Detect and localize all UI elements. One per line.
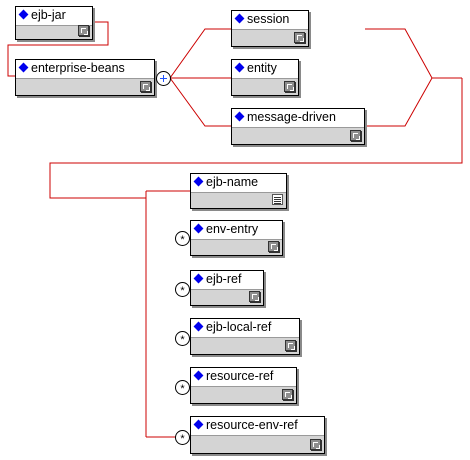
node-entity[interactable]: entity xyxy=(231,59,299,96)
node-ejb-ref[interactable]: ejb-ref xyxy=(190,270,264,306)
node-ejb-jar[interactable]: ejb-jar xyxy=(15,6,93,40)
node-footer xyxy=(191,289,263,305)
node-enterprise-beans[interactable]: enterprise-beans xyxy=(15,59,155,96)
node-header xyxy=(191,271,263,289)
node-label: message-driven xyxy=(247,110,336,124)
node-label: entity xyxy=(247,61,277,75)
node-footer xyxy=(232,29,308,46)
node-header xyxy=(191,174,286,192)
complex-type-icon xyxy=(285,340,296,351)
node-resource-env-ref[interactable]: resource-env-ref xyxy=(190,416,325,454)
complex-type-icon xyxy=(294,32,305,43)
node-footer xyxy=(16,78,154,95)
node-label: env-entry xyxy=(206,222,259,236)
node-ejb-local-ref[interactable]: ejb-local-ref xyxy=(190,318,300,355)
connector-compositor-session xyxy=(169,28,231,79)
simple-content-icon xyxy=(272,194,283,205)
connector-to-children xyxy=(49,78,463,199)
complex-type-icon xyxy=(140,81,151,92)
node-footer xyxy=(191,239,282,255)
node-footer xyxy=(232,127,364,144)
node-header xyxy=(232,60,298,78)
complex-type-icon xyxy=(350,130,361,141)
connector-session-right xyxy=(365,28,433,127)
connector-ejbjar-enterprisebeans xyxy=(7,21,109,77)
complex-type-icon xyxy=(284,81,295,92)
node-footer xyxy=(191,337,299,354)
node-label: ejb-ref xyxy=(206,272,242,286)
node-resource-ref[interactable]: resource-ref xyxy=(190,367,297,404)
node-label: ejb-name xyxy=(206,175,259,189)
occurrence-star-icon: * xyxy=(175,430,190,445)
node-footer xyxy=(16,25,92,39)
node-message-driven[interactable]: message-driven xyxy=(231,108,365,145)
complex-type-icon xyxy=(310,439,321,450)
occurrence-star-icon: * xyxy=(175,380,190,395)
sequence-icon[interactable] xyxy=(156,71,171,86)
node-header xyxy=(232,11,308,29)
occurrence-star-icon: * xyxy=(175,282,190,297)
node-label: enterprise-beans xyxy=(31,61,125,75)
node-label: ejb-jar xyxy=(31,8,66,22)
node-footer xyxy=(191,386,296,403)
node-header xyxy=(16,60,154,78)
node-footer xyxy=(232,78,298,95)
connector-compositor-message-driven xyxy=(169,77,231,127)
node-ejb-name[interactable]: ejb-name xyxy=(190,173,287,209)
node-env-entry[interactable]: env-entry xyxy=(190,220,283,256)
node-label: resource-ref xyxy=(206,369,274,383)
complex-type-icon xyxy=(268,241,279,252)
complex-type-icon xyxy=(282,389,293,400)
occurrence-star-icon: * xyxy=(175,331,190,346)
node-header xyxy=(191,417,324,435)
node-header xyxy=(16,7,92,25)
node-session[interactable]: session xyxy=(231,10,309,47)
node-header xyxy=(191,368,296,386)
node-header xyxy=(191,221,282,239)
occurrence-star-icon: * xyxy=(175,231,190,246)
node-label: ejb-local-ref xyxy=(206,320,272,334)
node-header xyxy=(232,109,364,127)
node-label: session xyxy=(247,12,290,26)
node-label: resource-env-ref xyxy=(206,418,298,432)
complex-type-icon xyxy=(249,291,260,302)
node-footer xyxy=(191,192,286,208)
node-footer xyxy=(191,435,324,453)
node-header xyxy=(191,319,299,337)
complex-type-icon xyxy=(78,25,89,36)
